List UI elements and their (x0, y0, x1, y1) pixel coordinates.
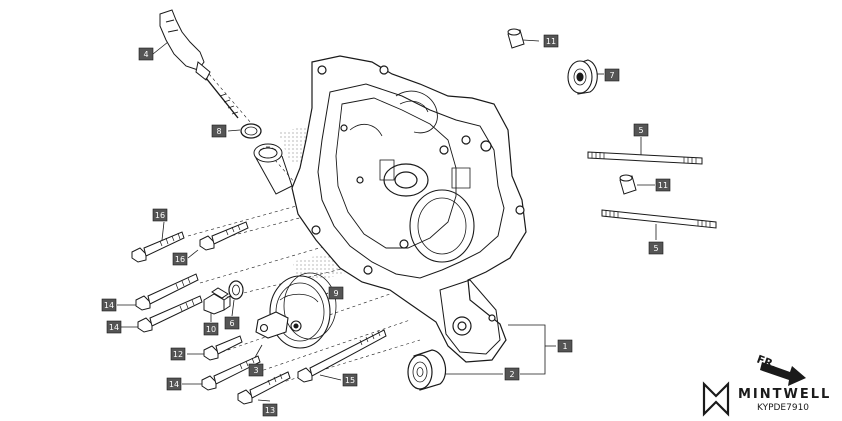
callout-number: 12 (173, 350, 183, 359)
callout-number: 2 (509, 370, 514, 379)
callout-number: 10 (206, 325, 216, 334)
callout-number: 11 (546, 37, 556, 46)
callout-number: 8 (216, 127, 221, 136)
bolt-14b (137, 295, 203, 333)
callout-2: 2 (504, 367, 520, 381)
crankcase (291, 55, 527, 363)
callout-box (248, 363, 264, 377)
callout-16: 16 (172, 252, 188, 266)
callout-box (633, 123, 649, 137)
callout-4: 4 (138, 47, 154, 61)
callout-5: 5 (648, 241, 664, 255)
callout-box (170, 347, 186, 361)
callout-number: 7 (609, 71, 614, 80)
callout-box (172, 252, 188, 266)
callout-14: 14 (166, 377, 182, 391)
dowel-pin-11b (619, 174, 637, 195)
bolt-14a (135, 273, 199, 311)
callout-number: 3 (253, 366, 258, 375)
bolt-13 (237, 371, 291, 405)
brand-logo-icon (702, 381, 730, 417)
front-arrow-icon (760, 362, 806, 386)
callout-16: 16 (152, 208, 168, 222)
callout-7: 7 (604, 68, 620, 82)
callout-box (224, 316, 240, 330)
filler-neck (253, 143, 293, 195)
washer (228, 280, 244, 300)
bearing-2 (407, 349, 447, 391)
callout-number: 6 (229, 319, 234, 328)
callout-3: 3 (248, 363, 264, 377)
callout-6: 6 (224, 316, 240, 330)
callout-box (504, 367, 520, 381)
callout-box (543, 34, 559, 48)
dipstick (159, 9, 239, 119)
callout-box (166, 377, 182, 391)
callout-box (211, 124, 227, 138)
callout-number: 5 (638, 126, 643, 135)
callout-14: 14 (106, 320, 122, 334)
callout-5: 5 (633, 123, 649, 137)
callout-number: 4 (143, 50, 148, 59)
bolt-14c (201, 355, 261, 391)
brand-watermark: MINTWELL (702, 381, 831, 417)
callout-11: 11 (655, 178, 671, 192)
filter-cover (255, 272, 337, 349)
callout-box (138, 47, 154, 61)
flange-bolt-16a (131, 231, 185, 263)
callout-number: 5 (653, 244, 658, 253)
callout-box (262, 403, 278, 417)
callout-box (152, 208, 168, 222)
callout-8: 8 (211, 124, 227, 138)
callout-11: 11 (543, 34, 559, 48)
flange-bolt-16b (199, 221, 249, 251)
diagram-code: KYPDE7910 (757, 403, 809, 413)
callout-1: 1 (557, 339, 573, 353)
callout-number: 16 (155, 211, 165, 220)
stud-5a (587, 151, 703, 165)
callout-box (655, 178, 671, 192)
callout-box (101, 298, 117, 312)
callout-14: 14 (101, 298, 117, 312)
callout-10: 10 (203, 322, 219, 336)
front-direction-label: FR. (755, 353, 779, 372)
callout-12: 12 (170, 347, 186, 361)
callout-box (557, 339, 573, 353)
callout-15: 15 (342, 373, 358, 387)
callout-box (328, 286, 344, 300)
drain-plug (203, 287, 231, 315)
stud-5b (601, 209, 717, 229)
callout-number: 14 (109, 323, 119, 332)
callout-box (648, 241, 664, 255)
front-direction-indicator: FR. (755, 353, 806, 386)
bolt-15 (297, 329, 387, 383)
callout-number: 11 (658, 181, 668, 190)
callout-number: 16 (175, 255, 185, 264)
dowel-pin-11a (507, 28, 525, 49)
callout-number: 13 (265, 406, 275, 415)
callout-box (203, 322, 219, 336)
callout-number: 14 (104, 301, 114, 310)
o-ring (240, 123, 262, 139)
callout-number: 1 (562, 342, 567, 351)
callout-box (342, 373, 358, 387)
brand-name: MINTWELL (738, 387, 831, 402)
callout-number: 15 (345, 376, 355, 385)
callout-box (106, 320, 122, 334)
callout-box (604, 68, 620, 82)
oil-seal (567, 59, 598, 95)
callout-number: 14 (169, 380, 179, 389)
callout-13: 13 (262, 403, 278, 417)
bolt-12 (203, 335, 243, 361)
callout-9: 9 (328, 286, 344, 300)
callout-number: 9 (333, 289, 338, 298)
